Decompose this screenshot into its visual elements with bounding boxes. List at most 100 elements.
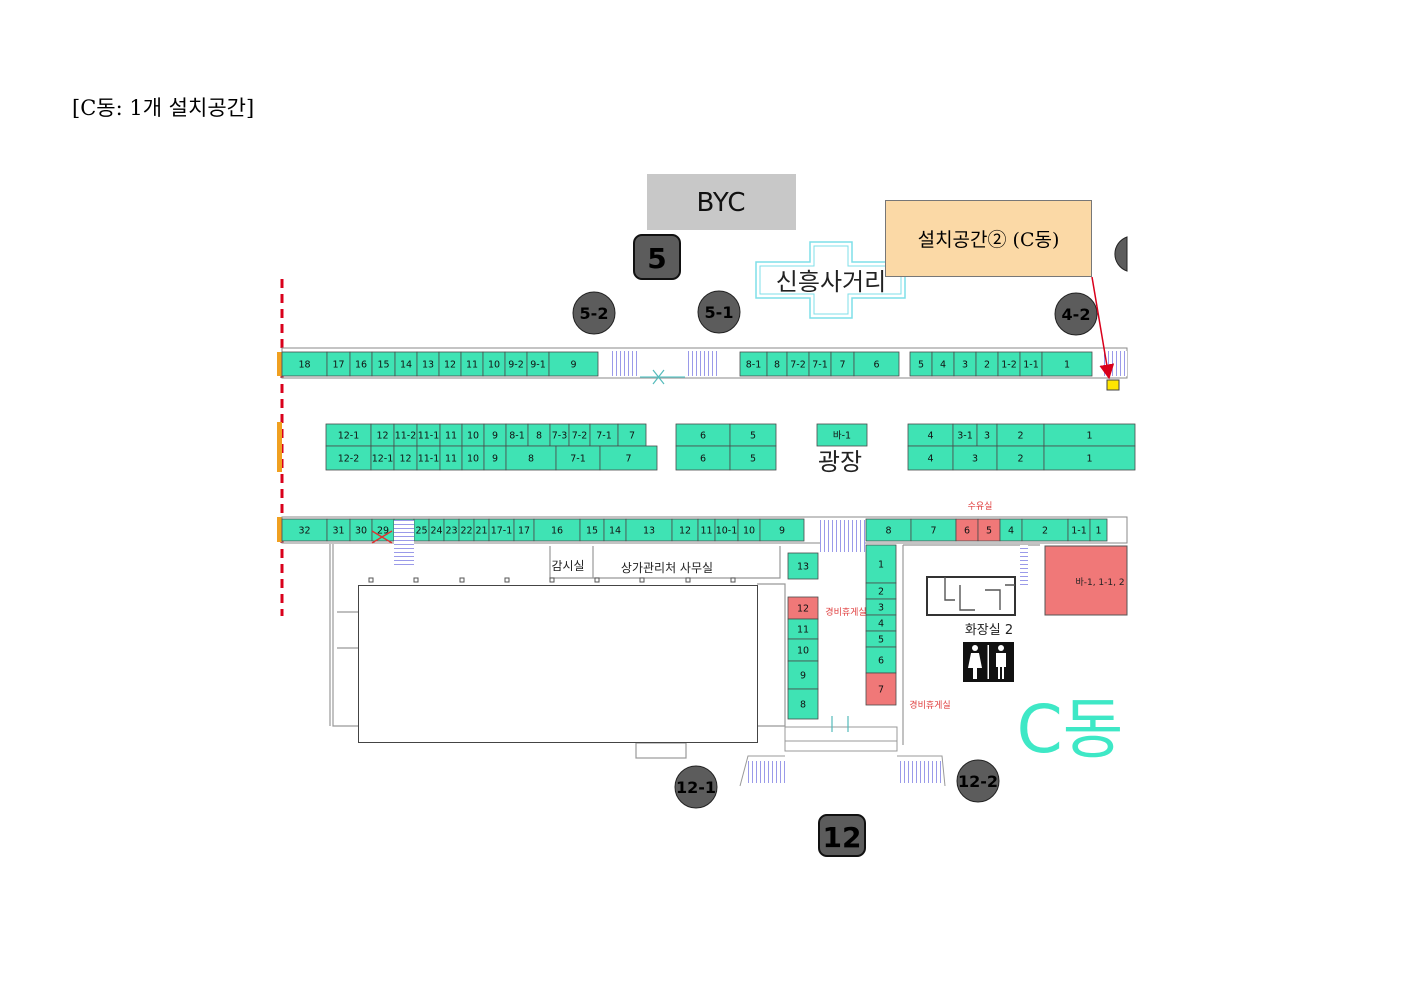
shop-cell (548, 351, 599, 377)
shop-label: 7 (839, 360, 845, 371)
callout-arrow (1091, 276, 1115, 380)
shop-label: 17 (332, 360, 344, 371)
shop-label: 7-2 (790, 360, 806, 371)
gate-partial (1114, 236, 1128, 272)
shop-label: 9-2 (508, 360, 524, 371)
shop-cell (325, 445, 372, 471)
guard-room-1-label: 경비휴게실 (825, 606, 866, 618)
shop-label: 1 (1086, 454, 1092, 465)
gate-5-1-label: 5-1 (705, 303, 734, 322)
gate-5-1: 5-1 (697, 290, 741, 334)
shop-label: 1 (1086, 431, 1092, 442)
red-shop-block: 바-1, 1-1, 2 (1044, 545, 1128, 616)
restroom-figures-icon (968, 645, 1006, 679)
shop-cell (739, 351, 768, 377)
shop-cell (865, 672, 897, 706)
shop-label: 9 (492, 454, 498, 465)
office-label: 상가관리처 사무실 (621, 561, 713, 575)
shop-label: 16 (551, 526, 563, 537)
shop-label: 3 (878, 603, 884, 614)
shop-label: 5 (878, 635, 884, 646)
shop-cell (787, 660, 819, 690)
shop-label: 13 (797, 562, 809, 573)
svg-text:바-1, 1-1, 2: 바-1, 1-1, 2 (1075, 577, 1124, 588)
plaza-label: 광장 (818, 448, 862, 476)
shop-cell (853, 351, 900, 377)
shop-label: 24 (430, 526, 442, 537)
shop-label: 3 (984, 431, 990, 442)
shop-label: 6 (700, 431, 706, 442)
shop-label: 7-2 (572, 431, 588, 442)
shop-label: 11-2 (395, 431, 417, 442)
shop-label: 5 (750, 454, 756, 465)
shop-label: 7-3 (552, 431, 568, 442)
shop-label: 15 (586, 526, 598, 537)
shop-label: 5 (986, 526, 992, 537)
shop-label: 21 (475, 526, 487, 537)
shop-label: 4 (1008, 526, 1014, 537)
shop-label: 5 (750, 431, 756, 442)
shop-label: 12-2 (338, 454, 360, 465)
gate-5-2: 5-2 (572, 291, 616, 335)
shop-label: 5 (918, 360, 924, 371)
shop-label: 11 (445, 454, 457, 465)
shop-cell (555, 445, 601, 471)
shop-label: 11-1 (418, 454, 440, 465)
shop-label: 7-1 (596, 431, 612, 442)
monitor-room-label: 감시실 (551, 559, 584, 573)
shop-label: 1-2 (1001, 360, 1017, 371)
shop-label: 9 (779, 526, 785, 537)
shop-label: 25 (415, 526, 427, 537)
shop-label: 3 (972, 454, 978, 465)
shop-label: 12 (444, 360, 456, 371)
shop-label: 6 (700, 454, 706, 465)
stairs (610, 351, 640, 376)
gate-12-label: 12 (823, 821, 862, 854)
byc-label: BYC (696, 188, 745, 218)
shop-label: 11-1 (418, 431, 440, 442)
stairs (900, 761, 942, 783)
shop-row-3: 3231302926252423222117-11716151413121110… (281, 518, 1108, 544)
shop-label: 6 (873, 360, 879, 371)
pillars (368, 577, 736, 583)
shop-label: 10 (467, 431, 479, 442)
shop-label: 10 (467, 454, 479, 465)
shop-label: 3-1 (957, 431, 973, 442)
lower-building (329, 544, 1040, 759)
stairs (394, 520, 414, 567)
shop-label: 1 (1095, 526, 1101, 537)
shop-label: 31 (332, 526, 344, 537)
shop-label: 12 (797, 604, 809, 615)
shop-cell (1043, 445, 1136, 471)
gate-4-2-label: 4-2 (1062, 305, 1091, 324)
guard-room-2-label: 경비휴게실 (909, 699, 950, 711)
shop-label: 11 (466, 360, 478, 371)
shop-label: 10 (797, 646, 809, 657)
shop-label: 2 (1042, 526, 1048, 537)
shop-label: 2 (878, 587, 884, 598)
restroom-label: 화장실 2 (965, 623, 1013, 638)
shop-label: 6 (964, 526, 970, 537)
shop-block-2: 6 5 6 5 (675, 423, 777, 471)
shop-label: 18 (298, 360, 310, 371)
shop-cell (675, 445, 731, 471)
shop-label: 10 (743, 526, 755, 537)
shop-label: 바-1 (833, 431, 851, 442)
shop-label: 12 (376, 431, 388, 442)
shop-label: 11 (445, 431, 457, 442)
shop-label: 17 (518, 526, 530, 537)
shop-cell (787, 552, 819, 580)
gate-12-1-label: 12-1 (676, 778, 716, 797)
shop-cell (729, 445, 777, 471)
shop-label: 17-1 (491, 526, 513, 537)
shop-label: 1 (1064, 360, 1070, 371)
shop-cell (996, 445, 1045, 471)
shop-label: 8 (528, 454, 534, 465)
shop-cell (907, 445, 954, 471)
shop-label: 29 (377, 526, 389, 537)
shop-label: 4 (878, 619, 884, 630)
stairs (745, 761, 785, 783)
shop-label: 2 (984, 360, 990, 371)
